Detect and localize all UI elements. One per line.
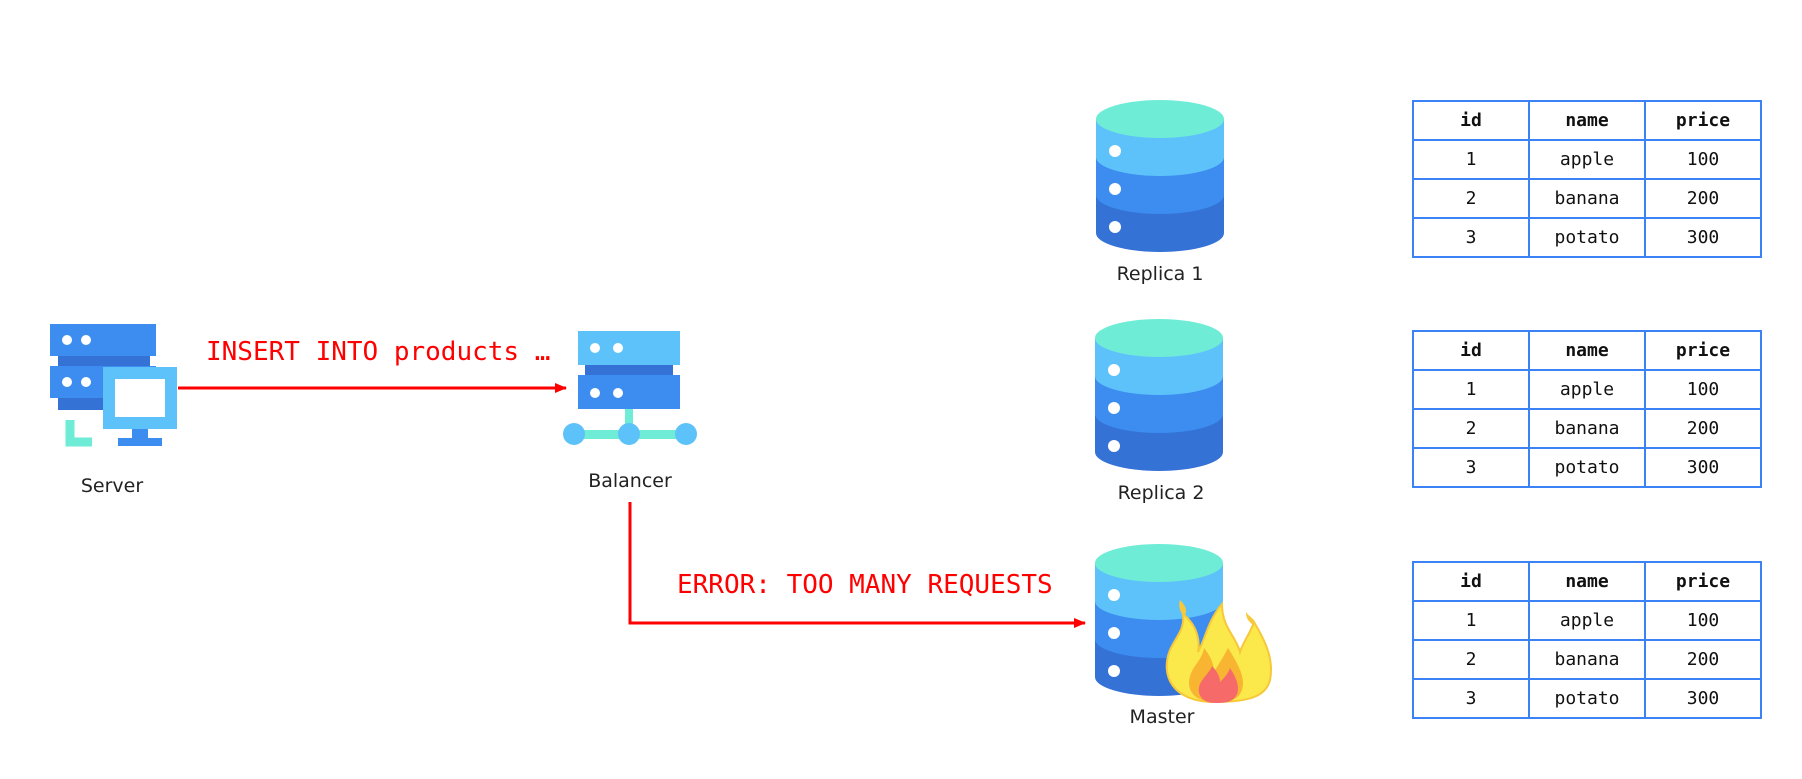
table-cell: 3 [1412,678,1530,719]
table-row: 3 potato 300 [1412,678,1762,719]
table-header-row: id name price [1412,561,1762,602]
database-icon [1095,319,1223,471]
table-cell: 300 [1644,447,1762,488]
table-cell: potato [1528,447,1646,488]
server-computer-icon [50,324,177,447]
table-cell: 2 [1412,408,1530,449]
column-header: price [1644,330,1762,371]
database-icon [1096,100,1224,252]
table-cell: 200 [1644,408,1762,449]
table-row: 3 potato 300 [1412,217,1762,258]
table-row: 3 potato 300 [1412,447,1762,488]
table-cell: 300 [1644,217,1762,258]
error-message-label: ERROR: TOO MANY REQUESTS [677,570,1053,600]
table-cell: banana [1528,408,1646,449]
table-cell: 200 [1644,178,1762,219]
table-cell: 3 [1412,217,1530,258]
table-cell: banana [1528,178,1646,219]
table-cell: 1 [1412,369,1530,410]
fire-icon [1165,600,1272,704]
load-balancer-icon [563,331,697,445]
table-cell: apple [1528,600,1646,641]
table-cell: 3 [1412,447,1530,488]
table-cell: 1 [1412,139,1530,180]
table-row: 2 banana 200 [1412,639,1762,680]
table-cell: 1 [1412,600,1530,641]
table-cell: 300 [1644,678,1762,719]
table-cell: 2 [1412,639,1530,680]
table-row: 1 apple 100 [1412,369,1762,410]
server-label: Server [80,475,144,497]
table-row: 1 apple 100 [1412,600,1762,641]
replica1-table: id name price 1 apple 100 2 banana 200 3… [1412,100,1762,258]
master-table: id name price 1 apple 100 2 banana 200 3… [1412,561,1762,719]
table-row: 1 apple 100 [1412,139,1762,180]
column-header: name [1528,330,1646,371]
table-cell: apple [1528,139,1646,180]
column-header: name [1528,100,1646,141]
table-header-row: id name price [1412,100,1762,141]
replica2-table: id name price 1 apple 100 2 banana 200 3… [1412,330,1762,488]
table-cell: 100 [1644,369,1762,410]
table-cell: potato [1528,217,1646,258]
table-row: 2 banana 200 [1412,408,1762,449]
column-header: id [1412,561,1530,602]
master-label: Master [1129,706,1195,728]
column-header: id [1412,100,1530,141]
balancer-label: Balancer [588,470,672,492]
insert-query-label: INSERT INTO products … [206,337,551,367]
error-arrow [628,502,1086,628]
column-header: price [1644,100,1762,141]
column-header: price [1644,561,1762,602]
table-cell: 2 [1412,178,1530,219]
table-cell: 100 [1644,600,1762,641]
table-cell: potato [1528,678,1646,719]
table-cell: apple [1528,369,1646,410]
replica1-label: Replica 1 [1116,263,1204,285]
table-row: 2 banana 200 [1412,178,1762,219]
table-cell: 200 [1644,639,1762,680]
table-header-row: id name price [1412,330,1762,371]
table-cell: 100 [1644,139,1762,180]
replica2-label: Replica 2 [1117,482,1205,504]
column-header: name [1528,561,1646,602]
table-cell: banana [1528,639,1646,680]
column-header: id [1412,330,1530,371]
